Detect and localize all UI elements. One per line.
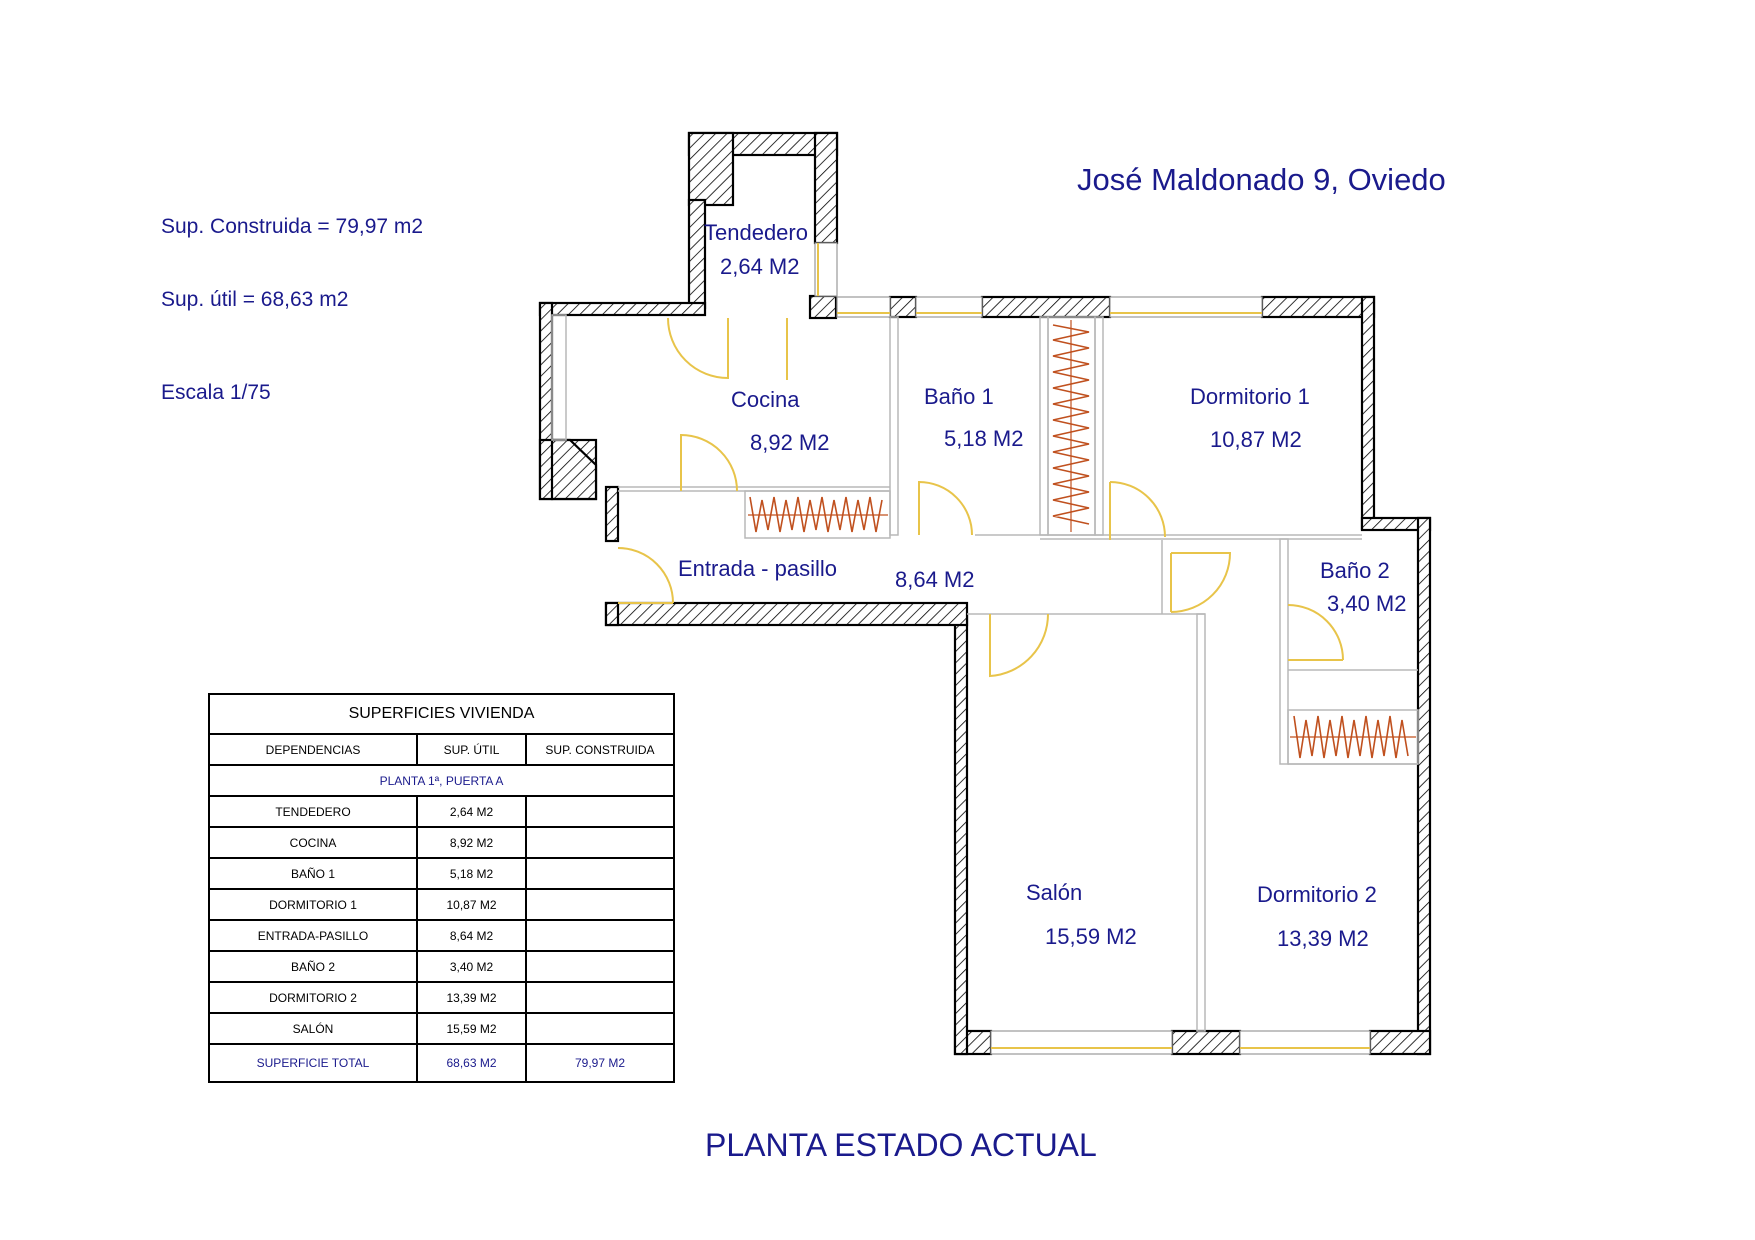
surfaces-table: SUPERFICIES VIVIENDA DEPENDENCIAS SUP. Ú… <box>208 693 675 1083</box>
room-name-dormitorio2: Dormitorio 2 <box>1257 882 1377 907</box>
row-construida <box>525 857 675 890</box>
room-area-dormitorio2: 13,39 M2 <box>1277 926 1369 951</box>
column-header: DEPENDENCIAS <box>208 733 418 766</box>
room-area-entrada: 8,64 M2 <box>895 567 975 592</box>
address-title: José Maldonado 9, Oviedo <box>1077 162 1446 197</box>
row-name: SALÓN <box>208 1012 418 1045</box>
exterior-walls <box>538 131 1432 1056</box>
total-construida: 79,97 M2 <box>525 1043 675 1083</box>
wardrobe-dormitorio1 <box>1047 316 1096 536</box>
table-title: SUPERFICIES VIVIENDA <box>208 693 675 735</box>
row-construida <box>525 795 675 828</box>
room-area-salon: 15,59 M2 <box>1045 924 1137 949</box>
sup-construida-label: Sup. Construida = 79,97 m2 <box>161 215 423 238</box>
row-util: 5,18 M2 <box>416 857 527 890</box>
room-name-bano2: Baño 2 <box>1320 558 1390 583</box>
room-name-salon: Salón <box>1026 880 1082 905</box>
table-row: DORMITORIO 2 13,39 M2 <box>208 981 675 1014</box>
row-name: DORMITORIO 1 <box>208 888 418 921</box>
room-area-bano1: 5,18 M2 <box>944 426 1024 451</box>
table-group-label: PLANTA 1ª, PUERTA A <box>208 764 675 797</box>
total-label: SUPERFICIE TOTAL <box>208 1043 418 1083</box>
interior-walls <box>551 314 1418 1032</box>
row-construida <box>525 919 675 952</box>
table-row: BAÑO 2 3,40 M2 <box>208 950 675 983</box>
row-name: TENDEDERO <box>208 795 418 828</box>
row-util: 13,39 M2 <box>416 981 527 1014</box>
row-name: BAÑO 2 <box>208 950 418 983</box>
windows <box>814 242 1371 1055</box>
room-name-dormitorio1: Dormitorio 1 <box>1190 384 1310 409</box>
row-util: 3,40 M2 <box>416 950 527 983</box>
row-util: 10,87 M2 <box>416 888 527 921</box>
plan-title: PLANTA ESTADO ACTUAL <box>705 1127 1097 1163</box>
table-row: ENTRADA-PASILLO 8,64 M2 <box>208 919 675 952</box>
row-util: 15,59 M2 <box>416 1012 527 1045</box>
room-area-dormitorio1: 10,87 M2 <box>1210 427 1302 452</box>
total-util: 68,63 M2 <box>416 1043 527 1083</box>
room-name-bano1: Baño 1 <box>924 384 994 409</box>
row-util: 8,92 M2 <box>416 826 527 859</box>
column-header: SUP. CONSTRUIDA <box>525 733 675 766</box>
row-construida <box>525 950 675 983</box>
doors <box>617 317 1344 678</box>
table-row: COCINA 8,92 M2 <box>208 826 675 859</box>
room-area-cocina: 8,92 M2 <box>750 430 830 455</box>
table-row: TENDEDERO 2,64 M2 <box>208 795 675 828</box>
room-area-tendedero: 2,64 M2 <box>720 254 800 279</box>
wardrobe-bano2 <box>1287 709 1419 765</box>
row-name: DORMITORIO 2 <box>208 981 418 1014</box>
table-total-row: SUPERFICIE TOTAL 68,63 M2 79,97 M2 <box>208 1043 675 1083</box>
wardrobe-kitchen <box>744 490 891 539</box>
room-name-cocina: Cocina <box>731 387 800 412</box>
row-name: COCINA <box>208 826 418 859</box>
table-row: DORMITORIO 1 10,87 M2 <box>208 888 675 921</box>
table-row: BAÑO 1 5,18 M2 <box>208 857 675 890</box>
table-row: SALÓN 15,59 M2 <box>208 1012 675 1045</box>
row-construida <box>525 888 675 921</box>
row-util: 2,64 M2 <box>416 795 527 828</box>
row-construida <box>525 1012 675 1045</box>
column-header: SUP. ÚTIL <box>416 733 527 766</box>
row-util: 8,64 M2 <box>416 919 527 952</box>
room-area-bano2: 3,40 M2 <box>1327 591 1407 616</box>
row-construida <box>525 981 675 1014</box>
sup-util-label: Sup. útil = 68,63 m2 <box>161 288 348 311</box>
room-name-entrada: Entrada - pasillo <box>678 556 837 581</box>
row-name: ENTRADA-PASILLO <box>208 919 418 952</box>
escala-label: Escala 1/75 <box>161 381 271 404</box>
row-name: BAÑO 1 <box>208 857 418 890</box>
row-construida <box>525 826 675 859</box>
room-name-tendedero: Tendedero <box>704 220 808 245</box>
